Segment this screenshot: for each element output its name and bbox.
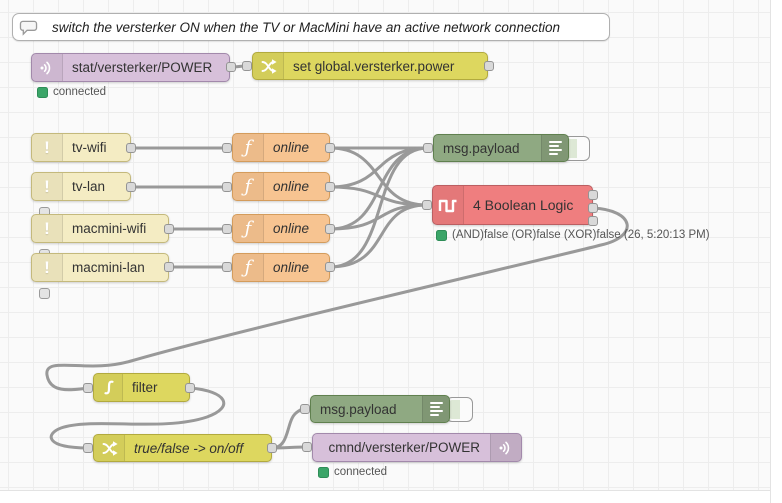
status-text: (AND)false (OR)false (XOR)false (26, 5:2… (452, 229, 710, 241)
input-port[interactable] (222, 182, 232, 192)
output-port[interactable] (325, 182, 335, 192)
node-label: online (273, 260, 310, 275)
output-port[interactable] (325, 224, 335, 234)
input-port[interactable] (222, 143, 232, 153)
canvas-bottom-edge (0, 490, 770, 503)
comment-node[interactable]: switch the versterker ON when the TV or … (12, 13, 610, 41)
canvas-right-edge (770, 0, 782, 503)
mqtt-in-node[interactable]: stat/versterker/POWER (31, 53, 230, 82)
function-node-online-3[interactable]: ƒ online (232, 214, 330, 243)
list-lines-icon (541, 135, 568, 161)
node-label: set global.versterker.power (293, 58, 455, 74)
output-port[interactable] (484, 61, 494, 71)
italic-f-icon: ƒ (233, 215, 264, 242)
function-node-online-2[interactable]: ƒ online (232, 172, 330, 201)
output-port[interactable] (226, 62, 236, 72)
debug-toggle-button[interactable] (446, 397, 473, 422)
list-lines-icon (422, 396, 449, 422)
status-text: connected (334, 466, 388, 478)
inject-node-tv-wifi[interactable]: ! tv-wifi (31, 133, 131, 162)
inject-node-tv-lan[interactable]: ! tv-lan (31, 172, 131, 201)
input-port[interactable] (300, 404, 310, 414)
exclamation-icon: ! (32, 134, 63, 161)
debug-node-bottom[interactable]: msg.payload (310, 395, 450, 423)
output-port[interactable] (267, 443, 277, 453)
input-port[interactable] (83, 383, 93, 393)
boolean-logic-node[interactable]: 4 Boolean Logic (432, 185, 593, 225)
italic-f-icon: ƒ (233, 134, 264, 161)
shuffle-arrows-icon (253, 53, 284, 79)
flow-canvas[interactable]: switch the versterker ON when the TV or … (0, 0, 770, 490)
wire[interactable] (328, 203, 429, 269)
output-port[interactable] (325, 143, 335, 153)
input-port[interactable] (423, 143, 433, 153)
broadcast-waves-icon (490, 434, 521, 461)
wire[interactable] (49, 386, 226, 450)
node-label: filter (132, 380, 158, 395)
input-port[interactable] (302, 442, 312, 452)
output-port-1[interactable] (588, 190, 598, 200)
node-label: 4 Boolean Logic (473, 197, 574, 213)
node-status: connected (37, 86, 106, 98)
node-label: macmini-wifi (72, 221, 147, 236)
exclamation-icon: ! (32, 173, 63, 200)
status-dot (436, 229, 447, 241)
change-node-on-off[interactable]: true/false -> on/off (93, 434, 272, 462)
node-label: macmini-lan (72, 260, 145, 275)
italic-f-icon: ƒ (233, 173, 264, 200)
square-wave-icon (433, 186, 464, 224)
output-port[interactable] (164, 224, 174, 234)
node-label: cmnd/versterker/POWER (328, 440, 480, 455)
input-port[interactable] (242, 61, 252, 71)
inject-button[interactable] (39, 288, 50, 299)
status-dot (318, 466, 329, 478)
wire[interactable] (328, 146, 429, 207)
wire[interactable] (270, 407, 307, 450)
step-curve-icon (94, 374, 123, 401)
italic-f-icon: ƒ (233, 254, 264, 281)
input-port[interactable] (422, 200, 432, 210)
input-port[interactable] (222, 262, 232, 272)
function-node-online-4[interactable]: ƒ online (232, 253, 330, 282)
node-label: online (273, 221, 310, 236)
input-port[interactable] (222, 224, 232, 234)
debug-node-top[interactable]: msg.payload (433, 134, 569, 162)
wire[interactable] (328, 185, 429, 207)
status-text: connected (53, 86, 107, 98)
node-label: msg.payload (320, 401, 397, 417)
mqtt-out-node[interactable]: cmnd/versterker/POWER (312, 433, 522, 462)
node-status: (AND)false (OR)false (XOR)false (26, 5:2… (436, 229, 710, 241)
broadcast-waves-icon (32, 54, 63, 81)
output-port-2[interactable] (588, 203, 598, 213)
node-label: msg.payload (443, 140, 520, 156)
status-dot (37, 86, 48, 98)
node-label: online (273, 179, 310, 194)
output-port[interactable] (164, 262, 174, 272)
output-port[interactable] (126, 143, 136, 153)
comment-text: switch the versterker ON when the TV or … (52, 19, 560, 35)
node-label: stat/versterker/POWER (72, 60, 213, 75)
node-label: online (273, 140, 310, 155)
output-port[interactable] (325, 262, 335, 272)
output-port[interactable] (185, 383, 195, 393)
node-label: tv-lan (72, 179, 106, 194)
inject-node-macmini-lan[interactable]: ! macmini-lan (31, 253, 169, 282)
filter-node[interactable]: filter (93, 373, 190, 402)
exclamation-icon: ! (32, 254, 63, 281)
function-node-online-1[interactable]: ƒ online (232, 133, 330, 162)
node-label: tv-wifi (72, 140, 107, 155)
output-port[interactable] (126, 182, 136, 192)
output-port-3[interactable] (588, 216, 598, 226)
input-port[interactable] (83, 443, 93, 453)
node-label: true/false -> on/off (134, 440, 244, 456)
speech-bubble-icon (13, 14, 43, 40)
wire[interactable] (328, 146, 430, 269)
inject-node-macmini-wifi[interactable]: ! macmini-wifi (31, 214, 169, 243)
wire[interactable] (328, 146, 430, 189)
wire[interactable] (45, 206, 629, 392)
change-node-set-global[interactable]: set global.versterker.power (252, 52, 488, 80)
exclamation-icon: ! (32, 215, 63, 242)
shuffle-arrows-icon (94, 435, 125, 461)
node-status: connected (318, 466, 387, 478)
